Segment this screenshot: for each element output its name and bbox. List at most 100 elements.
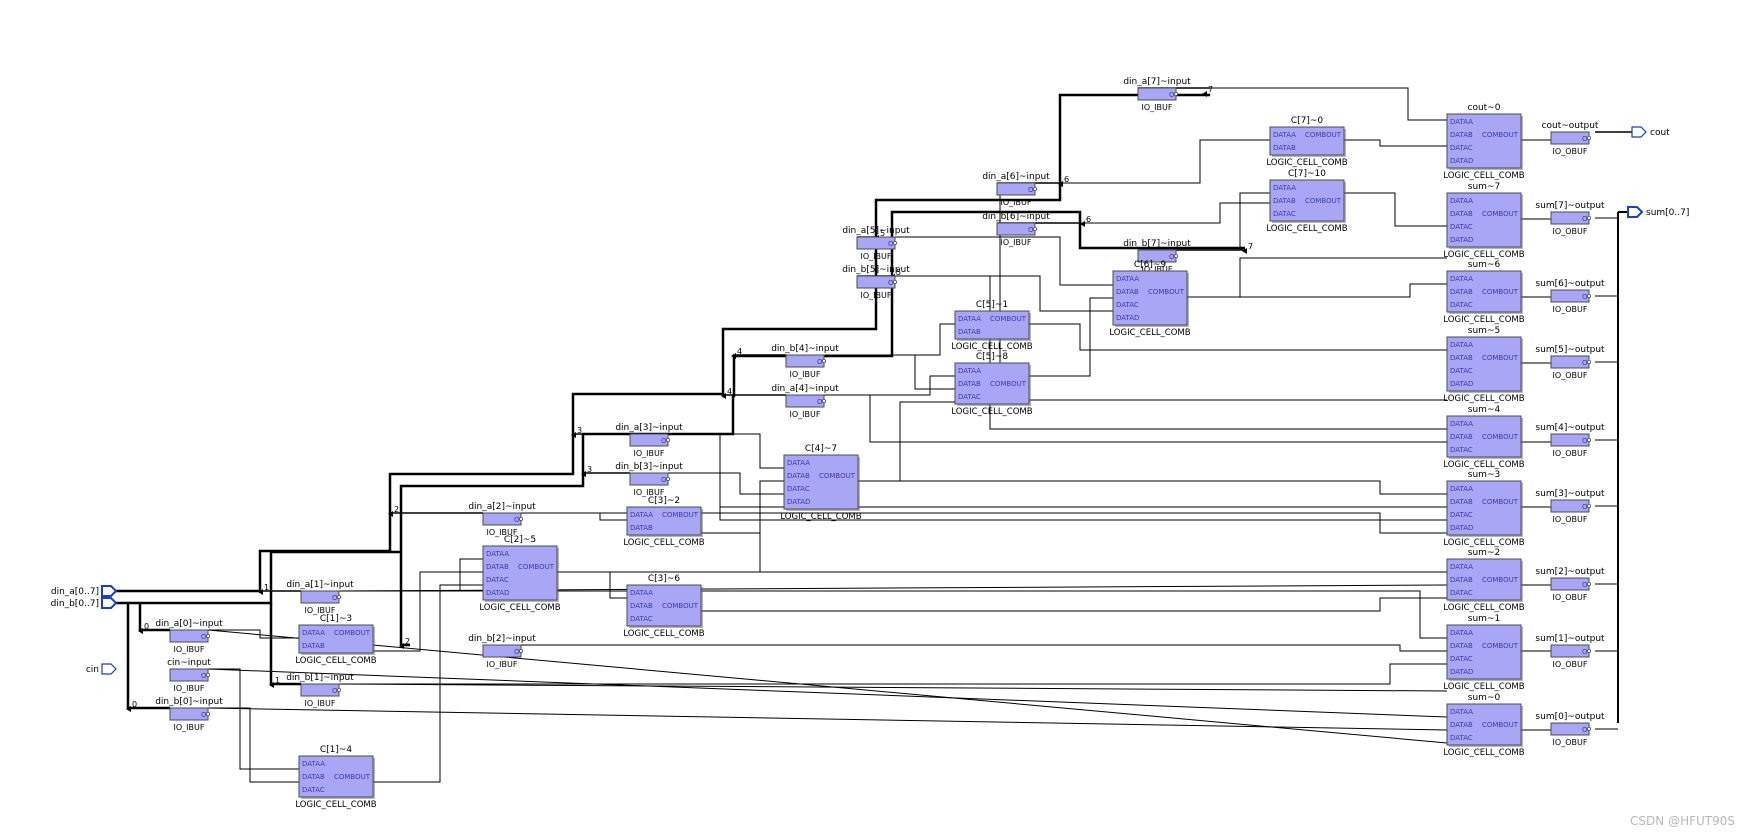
logic-cell-type-label: LOGIC_CELL_COMB	[623, 538, 704, 548]
logic-cell-c710[interactable]: DATAADATABDATACCOMBOUTC[7]~10LOGIC_CELL_…	[1266, 169, 1347, 234]
ibuf-type-label: IO_IBUF	[174, 645, 205, 654]
logic-cell-pin-combout: COMBOUT	[990, 380, 1027, 388]
ibuf-pin-label: O	[201, 711, 207, 719]
logic-cell-sum1[interactable]: DATAADATABDATACDATADCOMBOUTsum~1LOGIC_CE…	[1443, 614, 1524, 692]
input-port-pb[interactable]: din_b[0..7]	[51, 597, 118, 609]
bus-tap-arrow	[721, 393, 726, 399]
input-port-pcin[interactable]: cin	[86, 663, 117, 675]
logic-cell-sum4[interactable]: DATAADATABDATACCOMBOUTsum~4LOGIC_CELL_CO…	[1443, 405, 1524, 470]
ibuf-type-label: IO_IBUF	[634, 449, 665, 458]
logic-cell-sum6[interactable]: DATAADATABDATACCOMBOUTsum~6LOGIC_CELL_CO…	[1443, 260, 1524, 325]
logic-cell-name-label: cout~0	[1468, 103, 1501, 113]
logic-cell-c58[interactable]: DATAADATABDATACCOMBOUTC[5]~8LOGIC_CELL_C…	[951, 352, 1032, 417]
logic-cell-pin-datab: DATAB	[302, 773, 325, 781]
ibuf-name-label: din_b[1]~input	[286, 673, 354, 683]
logic-cell-pin-datab: DATAB	[1450, 288, 1473, 296]
ibuf-type-label: IO_IBUF	[790, 370, 821, 379]
interconnect-wire	[999, 182, 1447, 401]
ibuf-type-label: IO_IBUF	[174, 684, 205, 693]
obuf-pin-label: O	[1582, 215, 1588, 223]
output-port-psum[interactable]: sum[0..7]	[1627, 206, 1689, 218]
logic-cell-c69[interactable]: DATAADATABDATACDATADCOMBOUTC[6]~9LOGIC_C…	[1109, 260, 1190, 338]
logic-cell-pin-datab: DATAB	[1450, 576, 1473, 584]
logic-cell-pin-datac: DATAC	[486, 576, 509, 584]
logic-cell-name-label: sum~5	[1468, 326, 1500, 336]
logic-cell-pin-datac: DATAC	[1116, 301, 1139, 309]
logic-cell-c14[interactable]: DATAADATABDATACCOMBOUTC[1]~4LOGIC_CELL_C…	[295, 745, 376, 810]
logic-cell-body	[1446, 480, 1522, 536]
logic-cell-sum7[interactable]: DATAADATABDATACDATADCOMBOUTsum~7LOGIC_CE…	[1443, 182, 1524, 260]
ibuf-pin-label: O	[514, 648, 520, 656]
interconnect-wire	[824, 375, 955, 396]
logic-cell-pin-dataa: DATAA	[1450, 563, 1473, 571]
logic-cell-pin-datac: DATAC	[787, 485, 810, 493]
bus-tap-label: 1	[264, 583, 269, 592]
logic-cell-cout0[interactable]: DATAADATABDATACDATADCOMBOUTcout~0LOGIC_C…	[1443, 103, 1524, 181]
output-port-shape	[1627, 206, 1644, 218]
logic-cell-pin-dataa: DATAA	[1450, 485, 1473, 493]
ibuf-name-label: din_b[7]~input	[1123, 239, 1191, 249]
logic-cell-pin-dataa: DATAA	[630, 589, 653, 597]
logic-cell-name-label: C[1]~4	[320, 745, 353, 755]
logic-cell-type-label: LOGIC_CELL_COMB	[1443, 171, 1524, 181]
interconnect-wire	[824, 394, 1447, 443]
logic-cell-sum5[interactable]: DATAADATABDATACDATADCOMBOUTsum~5LOGIC_CE…	[1443, 326, 1524, 404]
input-port-pa[interactable]: din_a[0..7]	[51, 585, 118, 597]
logic-cell-pin-datab: DATAB	[1450, 721, 1473, 729]
logic-cell-sum2[interactable]: DATAADATABDATACCOMBOUTsum~2LOGIC_CELL_CO…	[1443, 548, 1524, 613]
ibuf-type-label: IO_IBUF	[305, 699, 336, 708]
logic-cell-c25[interactable]: DATAADATABDATACDATADCOMBOUTC[2]~5LOGIC_C…	[479, 535, 560, 613]
output-port-pcout[interactable]: cout	[1631, 126, 1670, 138]
input-port-shape	[101, 663, 117, 675]
logic-cell-type-label: LOGIC_CELL_COMB	[1443, 682, 1524, 692]
obuf-name-label: sum[2]~output	[1535, 567, 1605, 577]
interconnect-wire	[338, 683, 1448, 692]
logic-cell-sum0[interactable]: DATAADATABDATACCOMBOUTsum~0LOGIC_CELL_CO…	[1443, 693, 1524, 758]
ibuf-output-pin	[336, 688, 341, 693]
logic-cell-sum3[interactable]: DATAADATABDATACDATADCOMBOUTsum~3LOGIC_CE…	[1443, 470, 1524, 548]
logic-cell-pin-datab: DATAB	[1450, 642, 1473, 650]
ibuf-name-label: din_b[5]~input	[842, 265, 910, 275]
logic-cell-type-label: LOGIC_CELL_COMB	[1443, 603, 1524, 613]
logic-cell-c47[interactable]: DATAADATABDATACDATADCOMBOUTC[4]~7LOGIC_C…	[780, 444, 861, 522]
ibuf-pin-label: O	[817, 398, 823, 406]
logic-cell-pin-combout: COMBOUT	[1148, 288, 1185, 296]
bus-tap-label: 4	[727, 387, 732, 396]
logic-cell-c36[interactable]: DATAADATABDATACCOMBOUTC[3]~6LOGIC_CELL_C…	[623, 574, 704, 639]
interconnect-wire	[1187, 257, 1447, 298]
watermark: CSDN @HFUT90S	[1630, 814, 1735, 828]
obuf-pin-label: O	[1582, 581, 1588, 589]
logic-cell-pin-datad: DATAD	[1450, 668, 1473, 676]
logic-cell-name-label: C[2]~5	[504, 535, 536, 545]
